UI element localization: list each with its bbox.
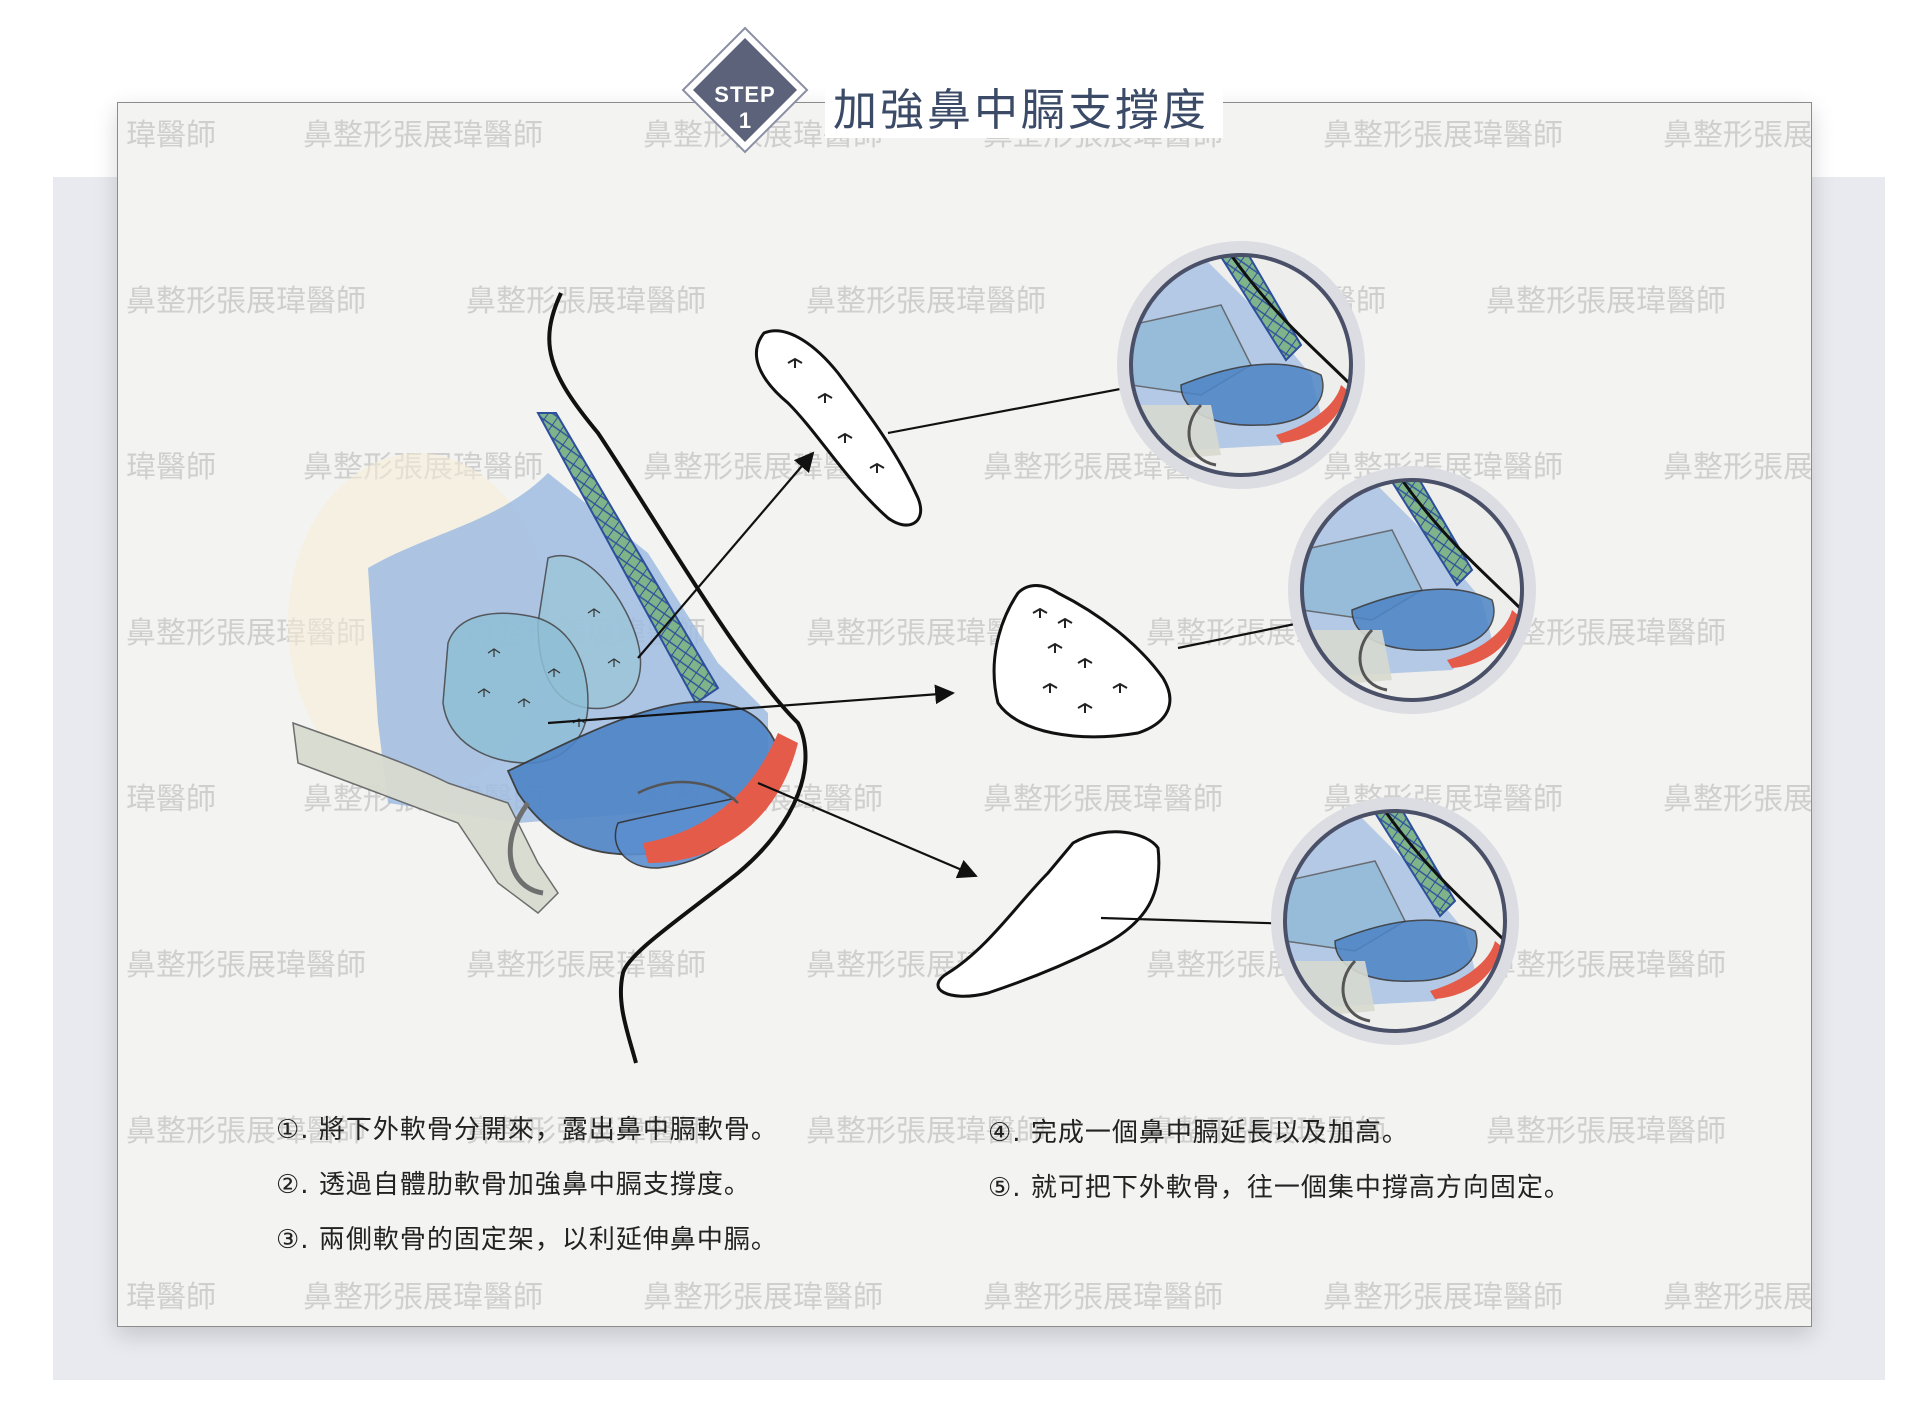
svg-text:鼻整形張展瑋醫師: 鼻整形張展瑋醫師 [126, 284, 366, 319]
nasal-base [292, 721, 559, 914]
svg-text:鼻整形張展瑋醫師: 鼻整形張展瑋醫師 [1663, 450, 1811, 485]
svg-text:鼻整形張展瑋醫師: 鼻整形張展瑋醫師 [466, 948, 706, 983]
svg-text:瑋醫師: 瑋醫師 [126, 782, 216, 817]
svg-text:鼻整形張展瑋醫師: 鼻整形張展瑋醫師 [126, 948, 366, 983]
step-item-3: ③. 兩側軟骨的固定架，以利延伸鼻中膈。 [276, 1225, 778, 1255]
svg-text:鼻整形張展瑋醫師: 鼻整形張展瑋醫師 [1323, 118, 1563, 153]
step-header: STEP 1 加強鼻中膈支撐度 [675, 20, 1275, 160]
skin-profile-line [547, 292, 808, 1064]
septal-hatch [536, 412, 720, 705]
step-item-2: ②. 透過自體肋軟骨加強鼻中膈支撐度。 [276, 1170, 751, 1200]
step-item-1: ①. 將下外軟骨分開來，露出鼻中膈軟骨。 [276, 1115, 778, 1145]
svg-text:鼻整形張展瑋醫師: 鼻整形張展瑋醫師 [1323, 1280, 1563, 1315]
inset-result-2 [1288, 466, 1536, 714]
step-number: 1 [738, 108, 752, 133]
svg-text:鼻整形張展瑋醫師: 鼻整形張展瑋醫師 [806, 1114, 1046, 1149]
steps-left-column: ①. 將下外軟骨分開來，露出鼻中膈軟骨。 ②. 透過自體肋軟骨加強鼻中膈支撐度。… [276, 1103, 778, 1268]
svg-text:鼻整形張展瑋醫師: 鼻整形張展瑋醫師 [983, 1280, 1223, 1315]
svg-text:鼻整形張展瑋醫師: 鼻整形張展瑋醫師 [1486, 948, 1726, 983]
svg-text:鼻整形張展瑋醫師: 鼻整形張展瑋醫師 [806, 284, 1046, 319]
arrow-to-block [547, 684, 955, 725]
red-tissue [643, 733, 798, 863]
inset-result-1 [1117, 241, 1365, 489]
step-item-5: ⑤. 就可把下外軟骨，往一個集中撐高方向固定。 [988, 1173, 1571, 1203]
svg-text:鼻整形張展瑋醫師: 鼻整形張展瑋醫師 [126, 1114, 366, 1149]
graft-extension [936, 830, 1161, 998]
svg-text:鼻整形張展瑋醫師: 鼻整形張展瑋醫師 [303, 118, 543, 153]
nose-diagram: 瑋醫師 鼻整形張展瑋醫師 鼻整形張展瑋醫師 鼻整形張展瑋醫師 鼻整形張展瑋醫師 … [126, 118, 1811, 1315]
page-title: 加強鼻中膈支撐度 [825, 74, 1223, 138]
graft-strut [754, 329, 923, 527]
graft-pieces [754, 329, 1172, 998]
svg-text:鼻整形張展瑋醫師: 鼻整形張展瑋醫師 [1486, 284, 1726, 319]
svg-text:鼻整形張展瑋醫師: 鼻整形張展瑋醫師 [983, 782, 1223, 817]
svg-text:鼻整形張展瑋醫師: 鼻整形張展瑋醫師 [1663, 118, 1811, 153]
svg-text:鼻整形張展瑋醫師: 鼻整形張展瑋醫師 [643, 1280, 883, 1315]
steps-right-column: ④. 完成一個鼻中膈延長以及加高。 ⑤. 就可把下外軟骨，往一個集中撐高方向固定… [988, 1106, 1571, 1216]
svg-text:瑋醫師: 瑋醫師 [126, 118, 216, 153]
svg-text:鼻整形張展瑋醫師: 鼻整形張展瑋醫師 [1486, 1114, 1726, 1149]
svg-text:鼻整形張展瑋醫師: 鼻整形張展瑋醫師 [1146, 1114, 1386, 1149]
svg-text:鼻整形張展瑋醫師: 鼻整形張展瑋醫師 [1663, 782, 1811, 817]
step-word: STEP [714, 82, 776, 107]
illustration-card: 瑋醫師 鼻整形張展瑋醫師 鼻整形張展瑋醫師 鼻整形張展瑋醫師 鼻整形張展瑋醫師 … [117, 102, 1812, 1327]
svg-text:鼻整形張展瑋醫師: 鼻整形張展瑋醫師 [466, 1114, 706, 1149]
svg-text:鼻整形張展瑋醫師: 鼻整形張展瑋醫師 [1663, 1280, 1811, 1315]
step-diamond-icon [681, 26, 809, 154]
arrow-to-strut [637, 451, 815, 659]
svg-text:鼻整形張展瑋醫師: 鼻整形張展瑋醫師 [466, 284, 706, 319]
inset-result-3 [1271, 797, 1519, 1045]
svg-text:瑋醫師: 瑋醫師 [126, 1280, 216, 1315]
arrow-to-extension [757, 781, 978, 879]
step-item-4: ④. 完成一個鼻中膈延長以及加高。 [988, 1118, 1409, 1148]
svg-text:鼻整形張展瑋醫師: 鼻整形張展瑋醫師 [303, 1280, 543, 1315]
main-nose-illustration [288, 292, 808, 1064]
svg-text:瑋醫師: 瑋醫師 [126, 450, 216, 485]
